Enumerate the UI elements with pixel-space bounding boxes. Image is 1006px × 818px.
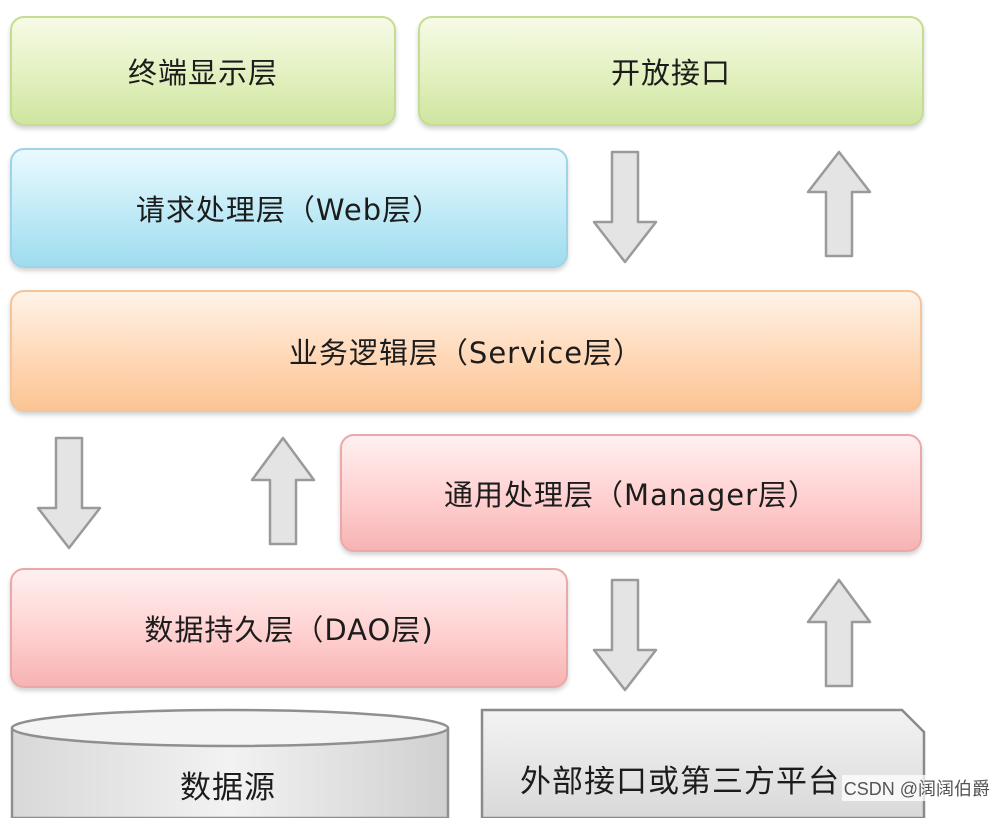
web-layer: 请求处理层（Web层） [10, 148, 568, 268]
datasource-label: 数据源 [180, 770, 276, 806]
open-interface-label: 开放接口 [610, 56, 731, 90]
arrow-down-icon [592, 150, 658, 264]
dao-layer: 数据持久层（DAO层) [10, 568, 568, 688]
manager-layer-label: 通用处理层（Manager层） [443, 478, 819, 512]
arrow-down-icon [36, 436, 102, 550]
external-platform-label: 外部接口或第三方平台 [520, 764, 840, 800]
service-layer: 业务逻辑层（Service层） [10, 290, 922, 412]
arrow-up-icon [806, 150, 872, 258]
watermark: CSDN @阔阔伯爵 [841, 775, 992, 801]
service-layer-label: 业务逻辑层（Service层） [288, 336, 644, 370]
web-layer-label: 请求处理层（Web层） [135, 193, 443, 227]
dao-layer-label: 数据持久层（DAO层) [144, 613, 434, 647]
manager-layer: 通用处理层（Manager层） [340, 434, 922, 552]
open-interface-layer: 开放接口 [418, 16, 924, 126]
arrow-up-icon [250, 436, 316, 546]
datasource-cylinder-icon [10, 708, 450, 818]
terminal-display-layer: 终端显示层 [10, 16, 396, 126]
arrow-down-icon [592, 578, 658, 692]
arrow-up-icon [806, 578, 872, 688]
terminal-display-label: 终端显示层 [127, 56, 278, 90]
